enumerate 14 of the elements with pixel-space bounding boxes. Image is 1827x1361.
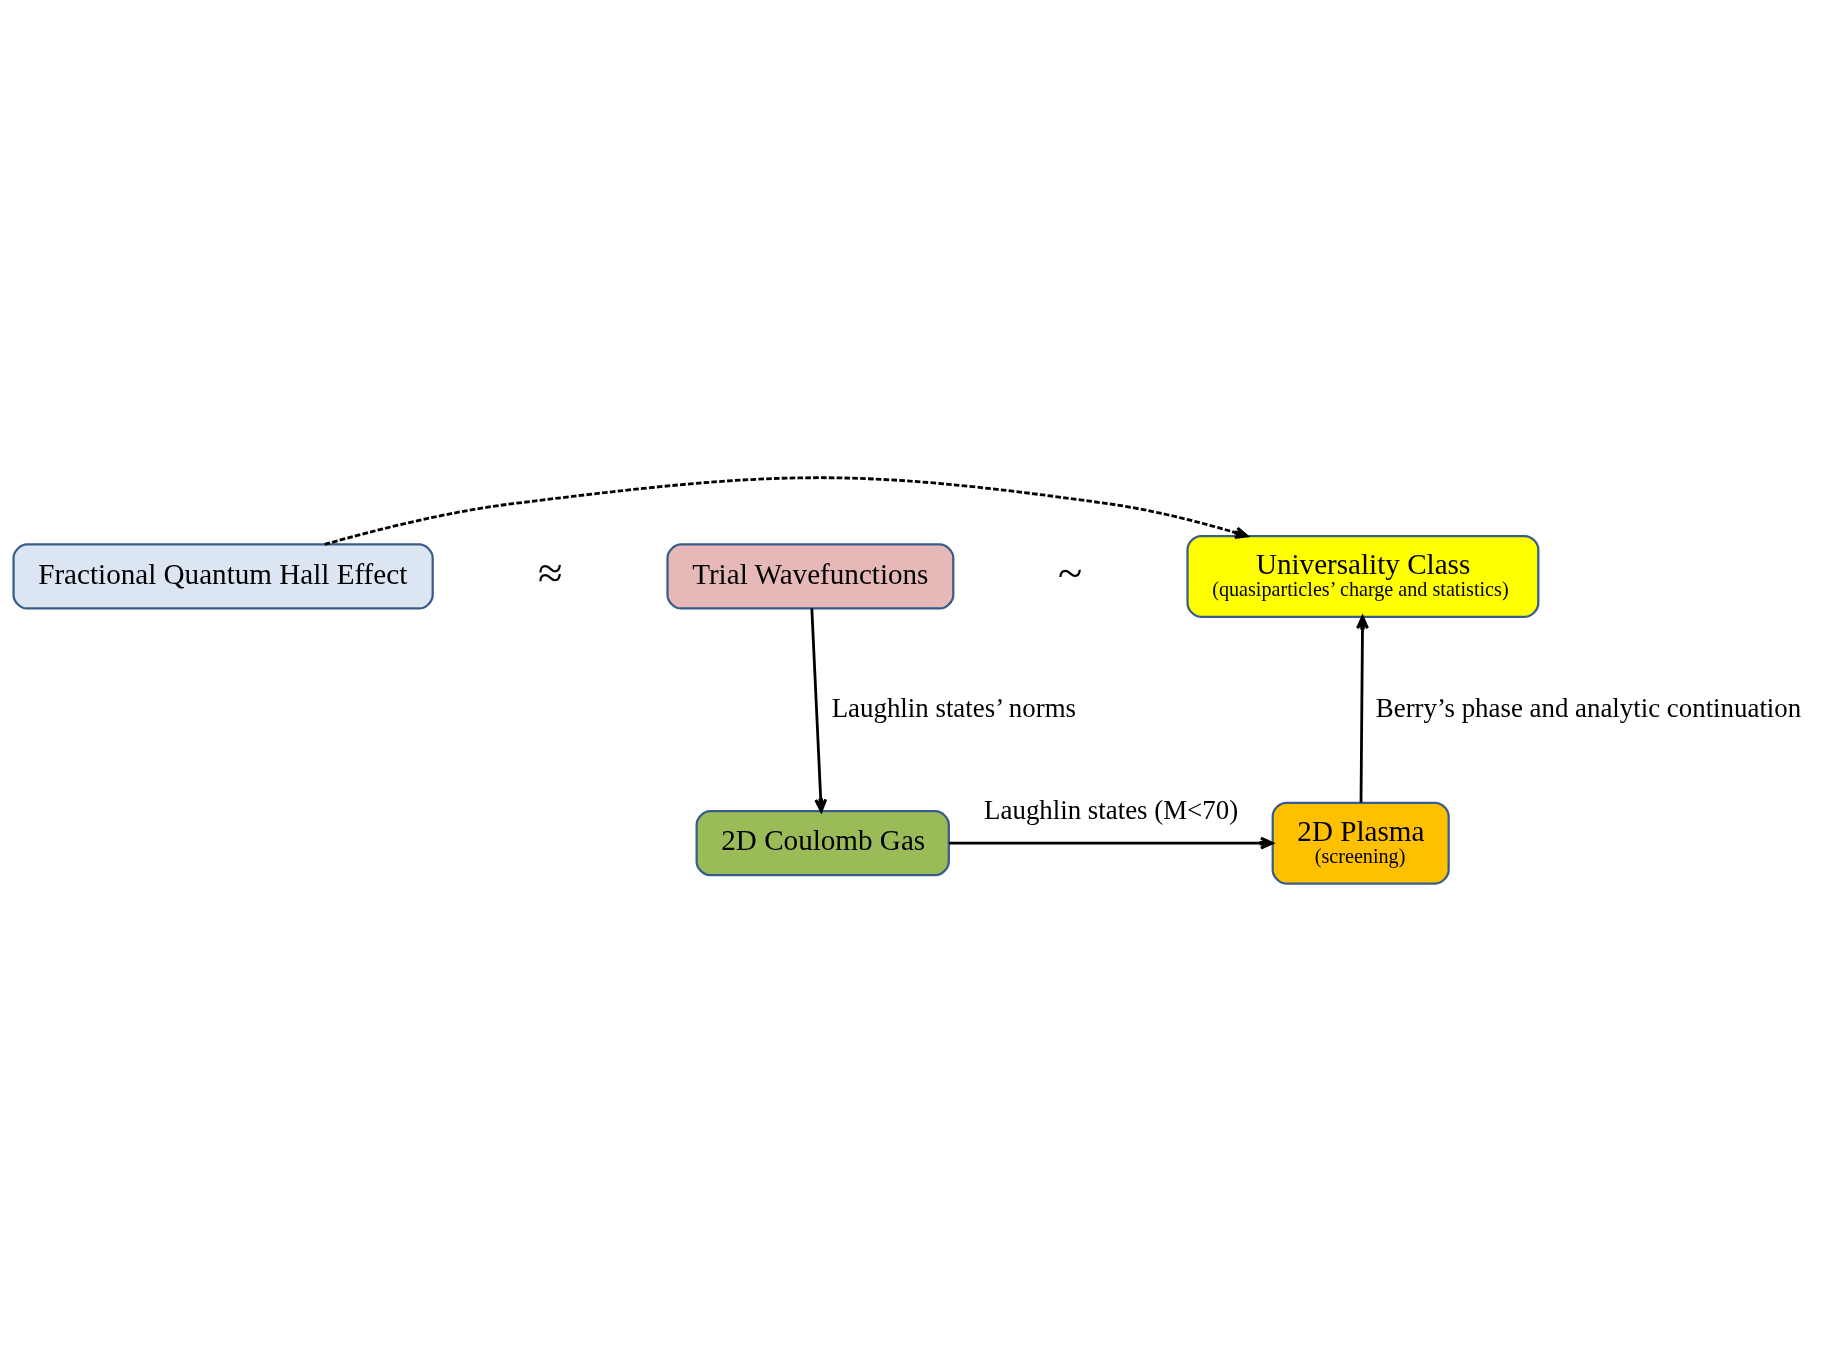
node-box: Universality Class (quasiparticles’ charge and statistics) [1186,534,1540,618]
node-box: 2D Coulomb Gas [695,810,950,877]
label: ≈ [538,547,563,598]
node-box: Trial Wavefunctions [666,543,955,610]
arrow [1356,615,1369,803]
arrow [324,476,1249,546]
arrow [810,608,828,813]
label: ~ [1058,547,1083,598]
edge-label: Berry’s phase and analytic continuation [1375,692,1802,723]
node-box: Fractional Quantum Hall Effect [12,543,434,610]
edge-label: Laughlin states (M<70) [984,794,1239,825]
edge-label: Laughlin states’ norms [831,692,1077,723]
arrow [948,836,1274,850]
node-box: 2D Plasma (screening) [1271,801,1450,885]
